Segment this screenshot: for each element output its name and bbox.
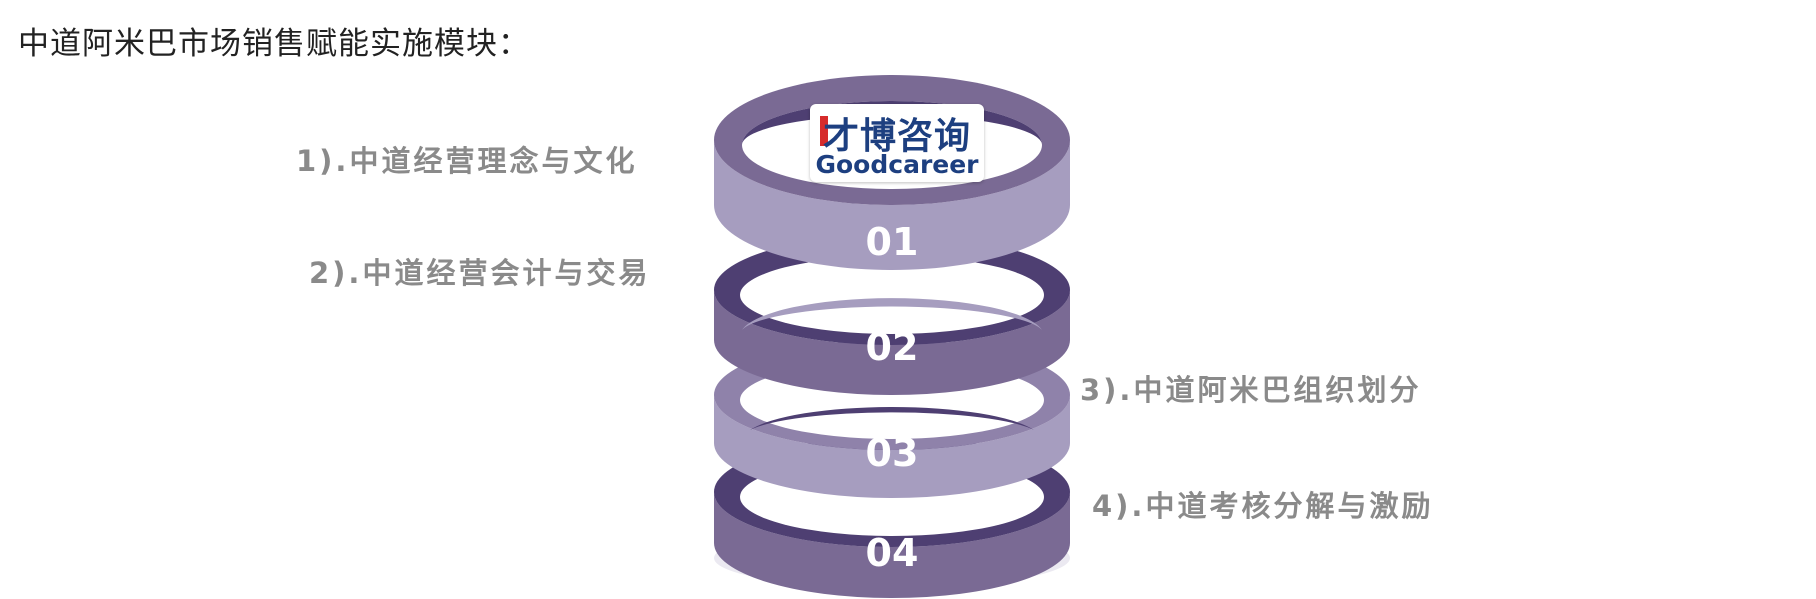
- ring-02: 02: [714, 235, 1070, 395]
- ring-04-number: 04: [866, 531, 919, 575]
- ring-01-number: 01: [866, 220, 919, 264]
- ring-04-label: 4).中道考核分解与激励: [1092, 489, 1434, 523]
- ring-01-label: 1).中道经营理念与文化: [296, 144, 638, 178]
- logo-text-cn: 才博咨询: [822, 116, 971, 157]
- ring-02-label: 2).中道经营会计与交易: [309, 256, 651, 290]
- logo: 才博咨询 Goodcareer: [810, 104, 984, 182]
- ring-02-number: 02: [866, 325, 919, 369]
- logo-accent: [820, 116, 828, 146]
- ring-03-band: [714, 395, 1070, 498]
- page-title: 中道阿米巴市场销售赋能实施模块：: [18, 26, 530, 62]
- ring-04-band: [714, 492, 1070, 598]
- ring-02-band: [714, 290, 1070, 395]
- ring-03-label: 3).中道阿米巴组织划分: [1080, 373, 1422, 407]
- ring-03-number: 03: [866, 431, 919, 475]
- logo-text-en: Goodcareer: [815, 150, 979, 179]
